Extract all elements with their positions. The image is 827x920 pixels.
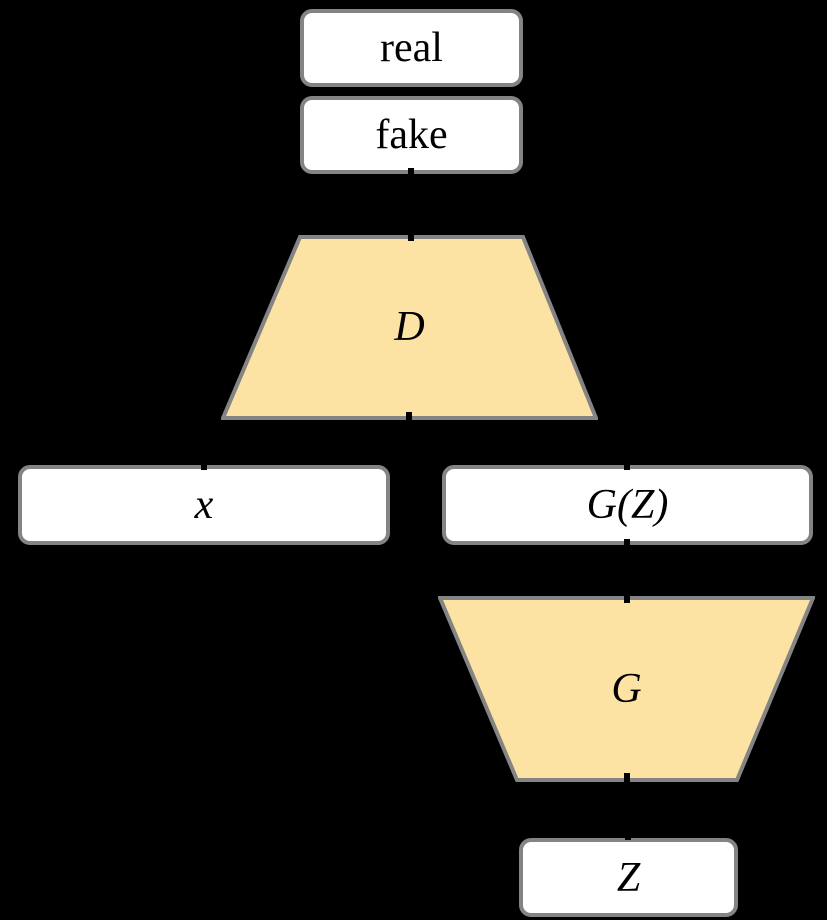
connector-g-of-z-top xyxy=(624,459,630,470)
node-fake: fake xyxy=(300,96,523,174)
node-fake-label: fake xyxy=(375,112,448,158)
connector-discriminator-top xyxy=(408,230,414,241)
node-real: real xyxy=(300,9,523,87)
node-x-label: x xyxy=(194,482,214,528)
generator-trapezoid xyxy=(438,596,815,782)
discriminator-shape xyxy=(221,235,598,420)
connector-x-top xyxy=(201,459,207,470)
node-z: Z xyxy=(519,838,738,917)
connector-fake-bottom xyxy=(408,168,414,179)
connector-discriminator-bottom xyxy=(406,412,412,423)
discriminator-trapezoid xyxy=(221,235,598,420)
node-g-of-z: G(Z) xyxy=(442,465,813,545)
generator-shape xyxy=(438,596,815,782)
connector-z-top xyxy=(625,829,631,840)
node-real-label: real xyxy=(380,25,443,71)
node-x: x xyxy=(18,465,390,545)
connector-g-of-z-bottom xyxy=(624,539,630,550)
connector-generator-top xyxy=(624,592,630,603)
node-g-of-z-label: G(Z) xyxy=(586,482,669,528)
node-z-label: Z xyxy=(616,854,641,901)
connector-generator-bottom xyxy=(624,773,630,784)
